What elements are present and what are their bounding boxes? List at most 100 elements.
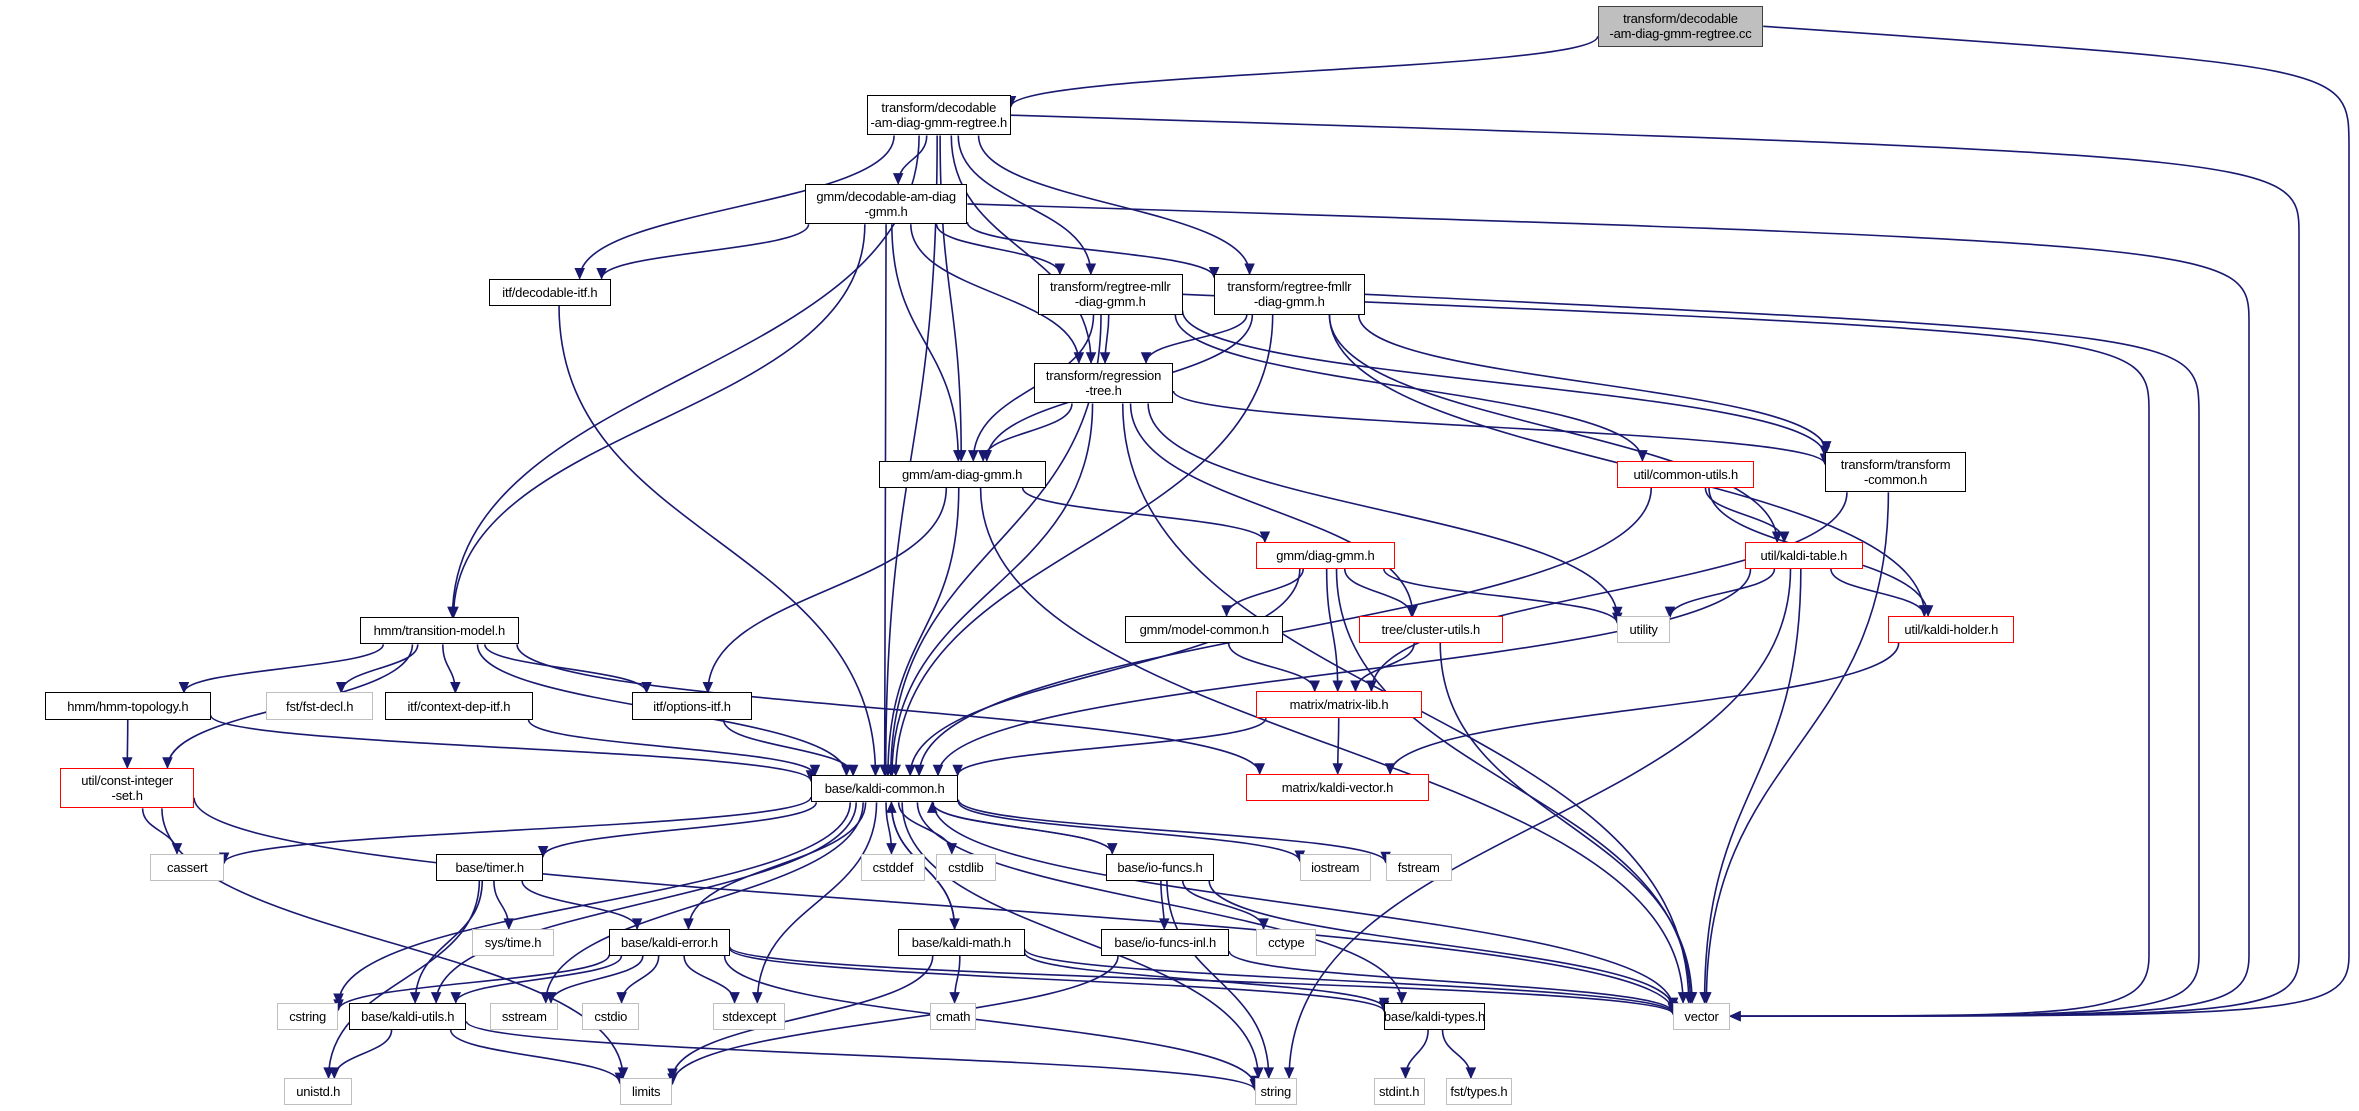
arrowhead-icon <box>967 450 979 462</box>
node-iofuncsinl[interactable]: base/io-funcs-inl.h <box>1101 928 1230 956</box>
edge-modelcommon-to-matrixlib <box>1227 642 1316 692</box>
edge-dadgr_h-to-vector <box>1010 114 2300 1017</box>
node-kaldimath[interactable]: base/kaldi-math.h <box>898 928 1025 956</box>
node-cctype[interactable]: cctype <box>1256 928 1317 956</box>
arrowhead-icon <box>1465 1067 1477 1080</box>
node-constint[interactable]: util/const-integer -set.h <box>60 767 195 809</box>
edge-kaldicommon-to-kaldierror <box>687 802 867 929</box>
node-label: fstream <box>1397 859 1440 875</box>
node-matrixlib[interactable]: matrix/matrix-lib.h <box>1256 690 1422 719</box>
node-cstring[interactable]: cstring <box>276 1002 339 1030</box>
edge-constint-to-vector <box>193 797 1674 1013</box>
node-hmmtopo[interactable]: hmm/hmm-topology.h <box>45 692 211 720</box>
node-systime[interactable]: sys/time.h <box>472 928 554 956</box>
node-unistd[interactable]: unistd.h <box>284 1077 353 1105</box>
node-cassert[interactable]: cassert <box>150 853 225 881</box>
arrowhead-icon <box>503 918 515 931</box>
node-utility[interactable]: utility <box>1617 615 1670 643</box>
node-timer[interactable]: base/timer.h <box>436 853 544 881</box>
node-label: cstring <box>289 1008 327 1024</box>
node-kaldierror[interactable]: base/kaldi-error.h <box>609 928 730 956</box>
edge-tcommon-to-matrixlib <box>1370 492 1848 691</box>
node-cmath[interactable]: cmath <box>929 1002 977 1030</box>
arrowhead-icon <box>1771 531 1783 544</box>
edge-iofuncs-to-string <box>1166 880 1270 1078</box>
node-fstream[interactable]: fstream <box>1385 853 1452 881</box>
node-kaldivector[interactable]: matrix/kaldi-vector.h <box>1245 773 1430 801</box>
node-optitf[interactable]: itf/options-itf.h <box>631 692 753 720</box>
node-stdint[interactable]: stdint.h <box>1373 1077 1425 1105</box>
node-cstddef[interactable]: cstddef <box>860 853 926 881</box>
node-modelcommon[interactable]: gmm/model-common.h <box>1125 615 1284 643</box>
arrowhead-icon <box>1085 263 1097 276</box>
node-iofuncs[interactable]: base/io-funcs.h <box>1105 853 1215 881</box>
node-tcommon[interactable]: transform/transform -common.h <box>1824 451 1967 493</box>
arrowhead-icon <box>892 173 904 185</box>
arrowhead-icon <box>1332 680 1344 693</box>
node-label: limits <box>631 1083 661 1099</box>
arrowhead-icon <box>977 450 989 462</box>
node-fstdecl[interactable]: fst/fst-decl.h <box>266 692 374 720</box>
node-label: iostream <box>1311 859 1360 875</box>
node-kalditable[interactable]: util/kaldi-table.h <box>1745 541 1863 570</box>
node-label: itf/options-itf.h <box>653 698 731 714</box>
node-label: base/kaldi-utils.h <box>361 1008 455 1024</box>
node-limits[interactable]: limits <box>619 1077 673 1105</box>
node-kaldiutils[interactable]: base/kaldi-utils.h <box>349 1002 467 1030</box>
edge-mllr-to-commonutils <box>1174 314 1644 461</box>
node-clusterutils[interactable]: tree/cluster-utils.h <box>1358 615 1503 643</box>
edge-transmodel-to-optitf <box>483 644 648 693</box>
node-fmllr[interactable]: transform/regtree-fmllr -diag-gmm.h <box>1214 273 1365 315</box>
node-cstdio[interactable]: cstdio <box>582 1002 640 1030</box>
node-fsttypes[interactable]: fst/types.h <box>1445 1077 1512 1105</box>
node-stdexcept[interactable]: stdexcept <box>713 1002 786 1030</box>
edge-fmllr-to-tcommon <box>1357 314 1828 452</box>
arrowhead-icon <box>1099 352 1111 365</box>
edge-decitf-to-kaldicommon <box>558 305 877 776</box>
node-mllr[interactable]: transform/regtree-mllr -diag-gmm.h <box>1038 273 1183 315</box>
arrowhead-icon <box>913 764 925 777</box>
node-label: gmm/decodable-am-diag -gmm.h <box>816 188 956 219</box>
node-label: cassert <box>167 859 208 875</box>
edge-dadgr_h-to-mllr <box>957 135 1092 274</box>
node-dadgr_h[interactable]: transform/decodable -am-diag-gmm-regtree… <box>866 94 1011 136</box>
edge-kaldierror-to-kalditypes <box>728 947 1385 1013</box>
node-transmodel[interactable]: hmm/transition-model.h <box>359 617 520 645</box>
node-label: transform/regtree-mllr -diag-gmm.h <box>1050 279 1171 310</box>
node-ctxdep[interactable]: itf/context-dep-itf.h <box>385 692 533 720</box>
node-sstream[interactable]: sstream <box>490 1002 559 1030</box>
node-amdiag[interactable]: gmm/am-diag-gmm.h <box>878 460 1046 488</box>
node-diaggmm[interactable]: gmm/diag-gmm.h <box>1256 541 1395 570</box>
edge-kaldicommon-to-string <box>901 802 1260 1078</box>
edge-gdadg-to-regtree <box>909 224 1080 363</box>
node-label: hmm/transition-model.h <box>373 623 506 639</box>
node-gdadg[interactable]: gmm/decodable-am-diag -gmm.h <box>804 183 968 225</box>
node-label: sys/time.h <box>484 934 542 950</box>
edge-gdadg-to-decitf <box>600 224 810 279</box>
arrowhead-icon <box>1208 266 1220 279</box>
edge-kalditable-to-vector <box>1703 569 1802 1003</box>
node-string[interactable]: string <box>1254 1077 1297 1105</box>
node-regtree[interactable]: transform/regression -tree.h <box>1033 362 1174 404</box>
node-cstdlib[interactable]: cstdlib <box>935 853 996 881</box>
node-label: util/const-integer -set.h <box>81 773 173 804</box>
arrowhead-icon <box>841 764 852 777</box>
edge-kaldicommon-to-vector <box>932 802 1674 1009</box>
edge-kaldicommon-to-iofuncs <box>931 802 1114 854</box>
node-kaldiholder[interactable]: util/kaldi-holder.h <box>1888 615 2015 643</box>
edge-dadgr_h-to-regtree <box>950 135 1092 363</box>
arrowhead-icon <box>450 681 461 694</box>
node-decitf[interactable]: itf/decodable-itf.h <box>488 278 611 306</box>
node-label: cctype <box>1268 934 1305 950</box>
node-commonutils[interactable]: util/common-utils.h <box>1617 460 1755 488</box>
node-vector[interactable]: vector <box>1672 1002 1731 1030</box>
node-kalditypes[interactable]: base/kaldi-types.h <box>1384 1002 1485 1030</box>
node-iostream[interactable]: iostream <box>1299 853 1371 881</box>
arrowhead-icon <box>729 992 740 1004</box>
node-root[interactable]: transform/decodable -am-diag-gmm-regtree… <box>1597 6 1764 47</box>
node-kaldicommon[interactable]: base/kaldi-common.h <box>810 775 959 803</box>
edge-gdadg-to-transmodel <box>452 224 866 618</box>
arrowhead-icon <box>809 764 821 777</box>
node-label: gmm/diag-gmm.h <box>1276 547 1375 563</box>
edge-diaggmm-to-kaldicommon <box>909 569 1301 776</box>
